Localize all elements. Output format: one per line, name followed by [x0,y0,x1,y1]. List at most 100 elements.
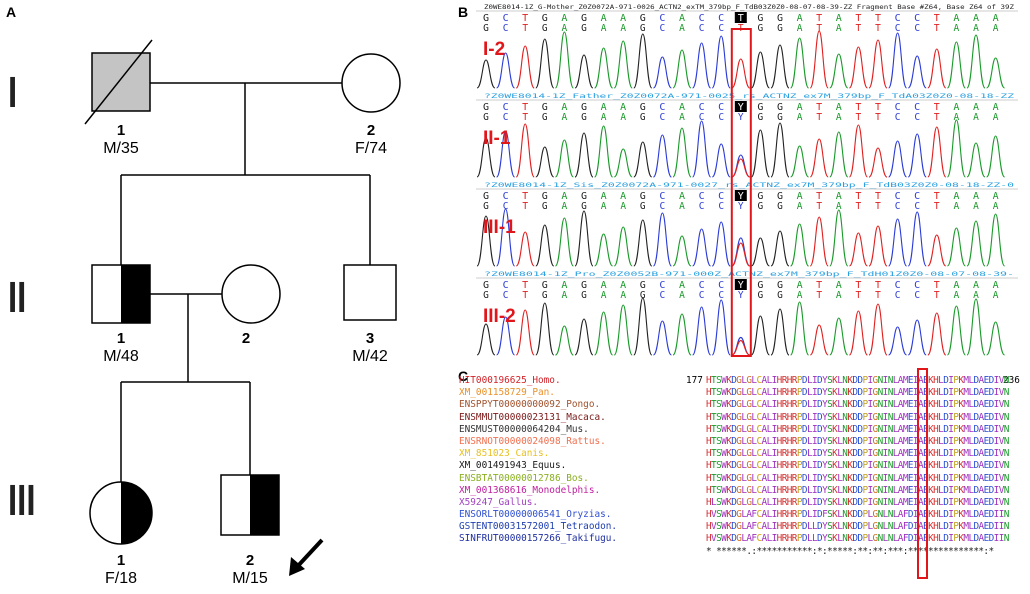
chromatogram-peak [555,325,574,356]
chromatogram-peak [711,35,731,89]
base-call: G [640,290,646,301]
base-call: A [679,102,685,113]
base-call: T [856,290,862,301]
base-call: T [816,112,822,123]
base-call: C [895,112,901,123]
alignment-end-position: 236 [1003,375,1020,386]
base-call: G [483,290,489,301]
base-call: A [836,280,842,291]
chromatogram-peak [711,143,731,178]
base-call: C [914,280,920,291]
base-call: A [836,13,842,24]
base-call: A [993,13,999,24]
chromatogram-peak [868,303,888,356]
alignment-species-name: XM_001368616_Monodelphis. [459,484,601,496]
base-call: T [934,280,940,291]
alignment-sequence-row: HTSWKDGLGLCALIHRHRPDLIDYSKLNKDDPIGNINLAM… [706,411,1009,423]
base-call: A [954,23,960,34]
base-call: A [953,191,959,202]
base-call: A [601,112,607,123]
base-call: G [483,102,489,113]
chromatogram-peak [594,125,614,178]
chromatogram-peak [790,223,810,267]
base-call: G [483,280,489,291]
individual-sex-age: M/15 [232,570,268,587]
chromatogram-peak [633,141,653,178]
chromatogram-peak [652,320,672,356]
base-call: A [973,191,979,202]
base-call: A [797,290,803,301]
chromatogram-peak [927,126,947,178]
base-call: C [914,112,920,123]
base-call: C [895,280,901,291]
trace-header: ?Z0WE8014-1Z_Sis_Z0Z0072A-971-0027_rs_AC… [484,181,1014,189]
chromatogram-peak [770,44,790,89]
chromatogram-peak [907,319,927,356]
alignment-species-name: XM_001158729_Pan. [459,387,555,399]
base-call: A [562,201,568,212]
trace-header: ?Z0WE8014-1Z_Father_Z0Z0072A-971-0025_rs… [484,92,1014,100]
base-call: A [561,280,567,291]
base-call: T [816,102,822,113]
base-call: A [973,112,979,123]
base-call: C [503,13,509,24]
base-call: A [836,112,842,123]
base-call: C [699,201,705,212]
alignment-species-name: XM_001491943_Equus. [459,460,567,472]
base-call: T [934,201,940,212]
base-call: G [483,13,489,24]
base-call: A [679,191,685,202]
base-call: A [973,201,979,212]
alignment-species-name: SINFRUT00000157266_Takifugu. [459,533,618,545]
chromatogram-peak [770,308,790,356]
base-call: G [483,23,489,34]
base-call: T [934,23,940,34]
base-call: G [640,13,646,24]
chromatogram-svg: Z0WE8014-1Z_G-Mother_Z0Z0072A-971-0026_A… [476,3,1018,357]
chromatogram-peak [790,145,810,178]
base-call: C [718,13,724,24]
chromatogram-peak [574,54,594,89]
chromatogram-peak [809,30,829,89]
individual-number: 1 [116,552,126,569]
panel-a-label: A [6,4,17,20]
variant-highlight-box [730,28,752,357]
chromatogram-peak [966,298,986,356]
base-call: A [601,191,607,202]
base-call: A [993,201,999,212]
base-call: G [542,112,548,123]
base-call: A [993,23,999,34]
individual-number: 1 [116,122,126,139]
base-call: A [993,112,999,123]
chromatogram-peak [829,53,849,89]
base-call: C [699,23,705,34]
individual-number: 1 [116,330,126,347]
chromatogram-peak [731,340,750,356]
base-call: C [503,23,509,34]
base-call: G [757,13,763,24]
chromatogram-peak [515,45,535,89]
chromatogram-peak [692,42,712,89]
base-call: T [816,23,822,34]
base-call: C [660,290,666,301]
base-call: A [620,102,626,113]
base-call: C [914,201,920,212]
chromatogram-peak [750,51,770,89]
chromatogram-peak [966,34,986,89]
trace-label: I-2 [483,39,505,60]
chromatogram-peak [770,230,790,267]
alignment-sequence-row: HVSWKDGLAFCALIHRHRPDLLDYSKLNKDDPLGNLNLAF… [706,521,1009,533]
alignment-sequence-row: HVSWKDGLAFCALIHRHRPDLIDFSKLNKDDPLGNLNLAF… [706,509,1009,521]
chromatogram-peak [496,130,516,178]
trace-header: ?Z0WE8014-1Z_Pro_Z0Z0052B-971-000Z_ACTNZ… [484,270,1014,278]
base-call: T [875,201,881,212]
base-call: T [522,201,528,212]
alignment-species-name: HIT000196625_Homo. [459,375,561,386]
chromatogram-peak [731,58,751,89]
chromatogram-peak [986,135,1006,178]
chromatogram-peak [848,124,868,178]
alignment-sequence-row: HTSWKDGLGLCALIHRHRPDLIDYSKLNKDDPIGNINLAM… [706,399,1009,411]
chromatogram-peak [535,224,555,267]
chromatogram-peak [652,56,672,89]
base-call: G [581,280,587,291]
